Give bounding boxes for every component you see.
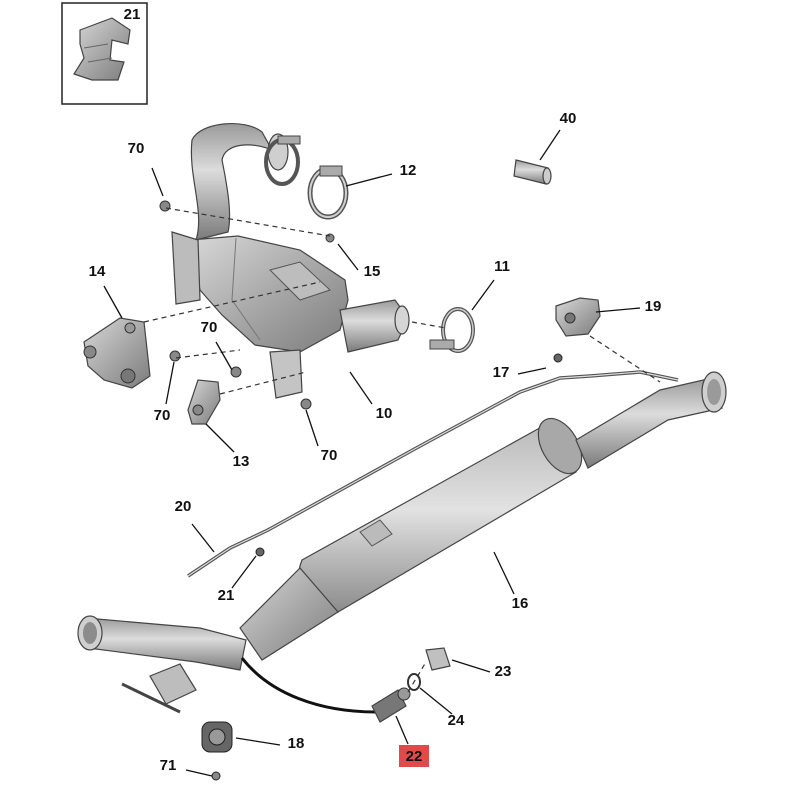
leader-line-21b bbox=[231, 555, 257, 589]
callout-label-21b: 21 bbox=[218, 587, 235, 604]
clamp-11 bbox=[429, 307, 475, 353]
leader-line-40 bbox=[539, 129, 561, 161]
leader-line-10 bbox=[349, 371, 373, 405]
callout-labels: 21 70 12 40 15 14 11 19 70 17 70 10 70 13 20 21 16 23 24 18… bbox=[89, 6, 662, 777]
highlight-box-22 bbox=[399, 745, 429, 767]
callout-label-19: 19 bbox=[645, 298, 662, 315]
callout-label-70c: 70 bbox=[154, 407, 171, 424]
seal-24 bbox=[407, 673, 421, 691]
callout-label-11: 11 bbox=[494, 258, 510, 275]
leader-line-19 bbox=[595, 307, 641, 313]
leader-line-70d bbox=[305, 409, 319, 447]
leader-line-17 bbox=[517, 367, 547, 375]
leader-line-11 bbox=[471, 279, 495, 311]
callout-label-14: 14 bbox=[89, 263, 106, 280]
bracket-14 bbox=[83, 317, 151, 389]
callout-label-10: 10 bbox=[376, 405, 393, 422]
leader-line-16 bbox=[493, 551, 515, 595]
particulate-filter bbox=[77, 371, 727, 714]
leader-line-15 bbox=[337, 243, 359, 271]
leader-line-24 bbox=[419, 687, 453, 715]
callout-label-13: 13 bbox=[233, 453, 250, 470]
clamp-12 bbox=[307, 165, 349, 220]
leader-line-70c bbox=[165, 361, 175, 405]
leader-line-12 bbox=[345, 173, 393, 187]
callout-label-23: 23 bbox=[495, 663, 512, 680]
sleeve-40 bbox=[513, 159, 552, 185]
assembly-lines bbox=[143, 207, 661, 693]
leader-line-71 bbox=[185, 769, 213, 777]
callout-label-12: 12 bbox=[400, 162, 417, 179]
callout-label-71: 71 bbox=[160, 757, 177, 774]
callout-label-18: 18 bbox=[288, 735, 305, 752]
callout-label-15: 15 bbox=[364, 263, 381, 280]
callout-label-70b: 70 bbox=[201, 319, 218, 336]
pressure-pipe-20 bbox=[187, 370, 679, 578]
callout-label-21a: 21 bbox=[124, 6, 141, 23]
leader-line-18 bbox=[235, 737, 281, 746]
leader-line-23 bbox=[451, 659, 491, 673]
callout-label-22: 22 bbox=[406, 748, 423, 765]
inlet-clamp bbox=[264, 135, 301, 186]
leader-line-70b bbox=[215, 341, 233, 371]
callout-label-16: 16 bbox=[512, 595, 529, 612]
leader-line-14 bbox=[103, 285, 123, 319]
leader-line-20 bbox=[191, 523, 215, 553]
leader-line-70a bbox=[151, 167, 164, 197]
callout-label-20: 20 bbox=[175, 498, 192, 515]
bracket-13 bbox=[187, 379, 221, 425]
callout-label-24: 24 bbox=[448, 712, 465, 729]
clip-23 bbox=[425, 647, 451, 671]
callout-label-40: 40 bbox=[560, 110, 577, 127]
catalytic-converter bbox=[171, 122, 410, 399]
inset-part-21 bbox=[61, 2, 148, 105]
callout-label-70d: 70 bbox=[321, 447, 338, 464]
leader-line-13 bbox=[205, 423, 235, 453]
temperature-sensor-22 bbox=[240, 657, 411, 723]
callout-label-17: 17 bbox=[493, 364, 510, 381]
bracket-19 bbox=[555, 297, 601, 337]
rubber-mount-18 bbox=[201, 721, 233, 781]
leader-line-22 bbox=[395, 715, 409, 745]
callout-label-70a: 70 bbox=[128, 140, 145, 157]
